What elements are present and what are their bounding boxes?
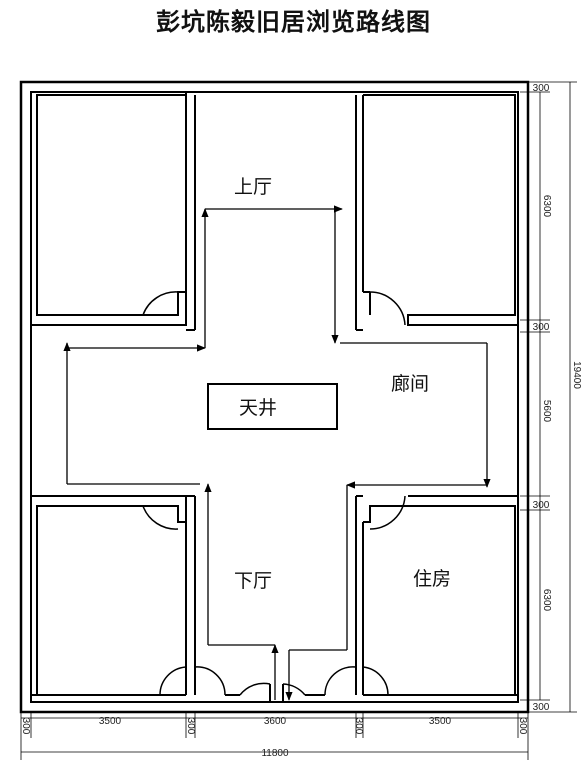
dim-right-mid-wall2: 300 xyxy=(533,500,550,511)
dim-bottom-right-wall: 300 xyxy=(517,718,528,735)
room-upper-left xyxy=(30,92,187,326)
door-arc-front-center xyxy=(239,682,306,696)
door-arc-front-left xyxy=(159,666,226,696)
bottom-dimensions: 300 3500 300 3600 300 3500 300 11800 xyxy=(20,712,529,760)
dim-bottom-total: 11800 xyxy=(261,748,289,759)
dim-right-bottom-wall: 300 xyxy=(533,702,550,713)
label-lower-hall: 下厅 xyxy=(234,570,272,592)
upper-right-inner xyxy=(363,291,371,315)
dim-bottom-center: 3600 xyxy=(264,716,287,727)
dim-bottom-left-room: 3500 xyxy=(99,716,122,727)
dim-bottom-left-wall: 300 xyxy=(20,718,31,735)
tour-route xyxy=(63,205,491,701)
dim-right-upper-room: 6300 xyxy=(541,195,552,218)
dim-bottom-right-room: 3500 xyxy=(429,716,452,727)
door-arc-lower-right xyxy=(369,495,406,530)
room-lower-left xyxy=(31,495,187,696)
inner-wall-line xyxy=(30,91,519,703)
label-courtyard: 天井 xyxy=(239,397,277,419)
courtyard-box xyxy=(207,383,338,430)
right-dimensions: 300 6300 300 5600 300 6300 300 19400 xyxy=(520,81,582,713)
lower-hall-left-wall xyxy=(185,495,196,660)
dim-right-mid-wall1: 300 xyxy=(533,322,550,333)
dim-bottom-mid-wall1: 300 xyxy=(185,718,196,735)
lower-hall-right-wall xyxy=(355,495,364,660)
front-door-posts xyxy=(269,684,284,702)
dim-right-total: 19400 xyxy=(571,361,582,389)
dim-right-top-wall: 300 xyxy=(533,83,550,94)
label-corridor: 廊间 xyxy=(391,373,429,395)
door-arc-front-right xyxy=(324,666,389,696)
dim-right-lower-room: 6300 xyxy=(541,589,552,612)
door-arc-lower-left xyxy=(142,505,179,530)
label-upper-hall: 上厅 xyxy=(234,176,272,198)
dim-right-corridor: 5600 xyxy=(541,400,552,423)
room-upper-right xyxy=(363,94,518,326)
label-residence: 住房 xyxy=(413,568,451,590)
dim-bottom-mid-wall2: 300 xyxy=(353,718,364,735)
door-arc-upper-left xyxy=(142,291,179,316)
front-wall xyxy=(31,660,518,696)
page-title: 彭坑陈毅旧居浏览路线图 xyxy=(156,7,431,36)
upper-hall-right-wall xyxy=(355,95,364,331)
upper-hall-left-wall xyxy=(185,92,196,331)
door-arc-upper-right xyxy=(369,291,406,326)
